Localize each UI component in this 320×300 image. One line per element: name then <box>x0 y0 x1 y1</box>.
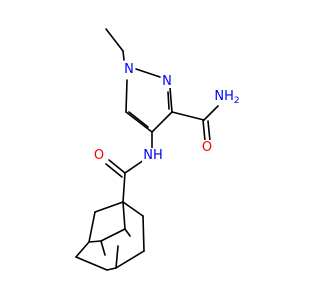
bond-adamantane-11 <box>115 250 145 269</box>
bond-c3-amide-c <box>171 111 205 121</box>
atom-n2-backdrop <box>161 74 173 88</box>
bond-c5-n1 <box>125 79 128 113</box>
bond-carbonyl-c-adamantyl <box>122 172 126 203</box>
bond-amide-c-o-double <box>207 120 211 142</box>
atom-carbonyl-o: O <box>94 148 104 163</box>
bond-adamantane-3 <box>122 201 126 230</box>
atom-amide-n: NH2 <box>214 89 239 106</box>
bond-c4-c5-double <box>128 111 149 128</box>
atom-amide-o-backdrop <box>201 140 213 154</box>
atom-amide-n-backdrop <box>217 88 237 102</box>
bond-n2-c3-double <box>167 91 170 110</box>
bond-ethyl-ch3-ch2 <box>105 28 124 52</box>
structure-svg: N N NH2 O NH O <box>75 28 240 271</box>
bond-nh-carbonyl-c <box>124 159 145 174</box>
bond-adamantane-12 <box>100 240 106 256</box>
bond-amide-c-n <box>203 105 219 121</box>
bond-amide-c-o <box>202 119 206 142</box>
bond-carbonyl-c-o-double <box>105 163 123 178</box>
bond-ethyl-ch2-n1 <box>122 50 125 61</box>
bond-adamantane-1 <box>94 201 124 213</box>
bond-adamantane-7 <box>124 228 131 237</box>
bond-adamantane-8 <box>75 241 90 258</box>
bond-adamantane-5 <box>142 215 145 252</box>
bond-n1-n2 <box>135 68 161 78</box>
bond-adamantane-9 <box>88 240 102 243</box>
atom-n2: N <box>162 74 172 89</box>
bond-adamantane-4 <box>88 211 96 243</box>
bond-adamantane-6 <box>100 228 126 242</box>
bond-c4-c5 <box>125 111 153 133</box>
atom-amide-n-subscript: 2 <box>234 96 240 106</box>
bond-adamantane-13 <box>106 267 117 271</box>
atom-amide-n-symbol: NH <box>214 89 234 104</box>
atom-amide-o: O <box>202 140 212 155</box>
atom-n1-backdrop <box>123 62 135 76</box>
atom-carbonyl-o-backdrop <box>93 148 105 162</box>
bond-adamantane-2 <box>122 201 144 217</box>
bond-c3-c4 <box>151 111 173 133</box>
bond-adamantane-14 <box>115 245 119 269</box>
bond-adamantane-10 <box>75 256 108 271</box>
atom-n1: N <box>124 62 134 77</box>
bond-carbonyl-c-o <box>108 159 126 174</box>
molecule-diagram: N N NH2 O NH O <box>75 28 240 271</box>
bond-n2-c3 <box>169 87 173 113</box>
atom-nh-linker-backdrop <box>142 148 164 162</box>
atom-nh-linker: NH <box>143 148 163 163</box>
